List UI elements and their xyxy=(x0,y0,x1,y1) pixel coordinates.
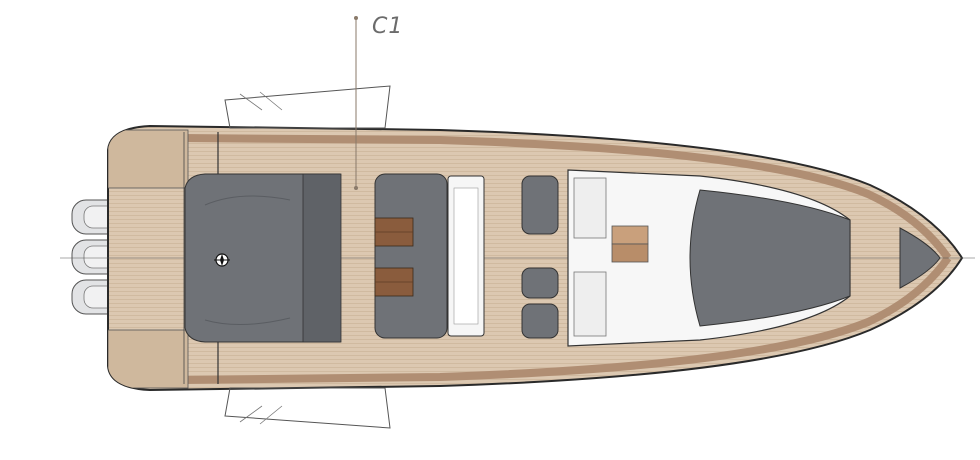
companionway-steps xyxy=(611,225,649,263)
boarding-ladder-top xyxy=(224,85,391,129)
bow-sunpad xyxy=(689,189,941,327)
central-seating xyxy=(374,173,485,339)
compass-rose-icon xyxy=(214,253,230,267)
aft-sunpad xyxy=(184,173,342,343)
helm-seats xyxy=(521,175,559,339)
callout-label-c1: C1 xyxy=(372,14,404,39)
boarding-ladder-bottom xyxy=(224,387,391,429)
callout-c1-pointer xyxy=(354,16,358,190)
